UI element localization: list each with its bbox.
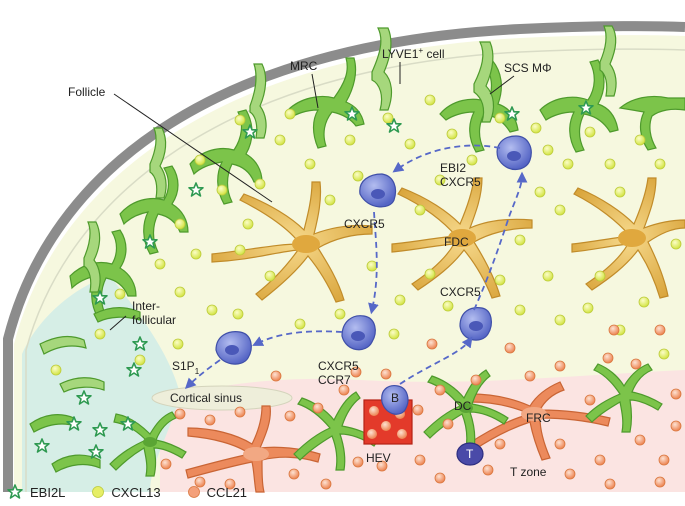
label-t-cell: T	[466, 447, 474, 461]
label-b-cell: B	[391, 391, 399, 405]
label-interfollicular-2: follicular	[132, 313, 176, 327]
capsule-outline	[2, 21, 685, 492]
label-t-zone: T zone	[510, 465, 547, 479]
legend-label-cxcl13: CXCL13	[111, 484, 161, 500]
green-cell-8	[93, 307, 141, 323]
leader-lines	[109, 62, 515, 331]
orange-dot-icon	[187, 486, 200, 498]
lyve1-cell-2	[249, 63, 267, 139]
label-cortical-sinus: Cortical sinus	[170, 391, 242, 405]
arrow-hev-to-b	[399, 336, 473, 385]
arrow-right-up	[473, 171, 528, 311]
yellow-dot-icon	[92, 486, 105, 498]
green-cell-3	[189, 109, 263, 205]
label-scs-macrophage: SCS MΦ	[504, 61, 552, 75]
label-interfollicular-1: Inter-	[132, 299, 160, 313]
scs-macrophage-cell	[439, 59, 519, 153]
label-follicle: Follicle	[68, 85, 106, 99]
lyve1-cell-7	[39, 335, 87, 355]
dc-nucleus-1	[459, 403, 473, 413]
capsule	[0, 14, 685, 492]
mrc-cell	[287, 57, 365, 149]
b-cells	[215, 135, 532, 415]
label-ebi2: EBI2	[440, 161, 466, 175]
legend-item-cxcl13: CXCL13	[91, 484, 161, 500]
dc-cell-3	[585, 363, 663, 433]
diagram-labels: Follicle MRC LYVE1+ cell SCS MΦ EBI2 CXC…	[68, 46, 552, 479]
star-icon	[7, 484, 23, 499]
frc-nucleus-2	[521, 407, 547, 421]
dc-nucleus-4	[143, 437, 157, 447]
legend-label-ccl21: CCL21	[206, 484, 248, 500]
lyve1-cell-4	[599, 25, 617, 97]
lyve1-cell-8	[59, 377, 105, 393]
sinus-line	[25, 48, 685, 492]
fdc-nucleus-2	[448, 229, 476, 247]
legend: EBI2L CXCL13 CCL21	[0, 478, 685, 506]
label-cxcr5-ccr7-2: CCR7	[318, 373, 351, 387]
lyve1-cell-3	[473, 41, 495, 123]
label-s1p1: S1P1	[172, 359, 200, 376]
legend-item-ebi2l: EBI2L	[6, 483, 65, 501]
fdc-cells	[211, 177, 685, 303]
label-dc: DC	[454, 399, 472, 413]
label-cxcr5-right: CXCR5	[440, 285, 481, 299]
b-cell-hev	[381, 385, 409, 415]
frc-nucleus-1	[243, 447, 269, 461]
label-cxcr5-left: CXCR5	[344, 217, 385, 231]
green-cell-7	[51, 454, 101, 473]
arrow-to-sinus	[184, 359, 221, 390]
frc-cells	[185, 381, 611, 493]
green-cell-4	[119, 165, 189, 255]
label-hev: HEV	[366, 451, 391, 465]
fdc-nucleus-3	[618, 229, 646, 247]
lyve1-cell-1	[371, 27, 393, 111]
label-frc: FRC	[526, 411, 551, 425]
label-lyve1-cell: LYVE1+ cell	[382, 46, 444, 61]
arrow-top	[392, 144, 501, 173]
legend-label-ebi2l: EBI2L	[30, 484, 66, 500]
lyve1-cell-6	[83, 221, 101, 293]
fdc-nucleus-1	[292, 235, 320, 253]
cortical-sinus-shape	[151, 385, 293, 411]
label-fdc: FDC	[444, 235, 469, 249]
t-cell	[456, 442, 484, 466]
migration-arrows	[184, 144, 528, 390]
lyve1-cell-5	[149, 127, 167, 199]
label-ebi2-cxcr5: CXCR5	[440, 175, 481, 189]
frc-cell-2	[467, 381, 611, 461]
label-cxcr5-ccr7-1: CXCR5	[318, 359, 359, 373]
label-mrc: MRC	[290, 59, 318, 73]
legend-item-ccl21: CCL21	[187, 485, 247, 500]
fdc-cell-1	[211, 181, 373, 303]
